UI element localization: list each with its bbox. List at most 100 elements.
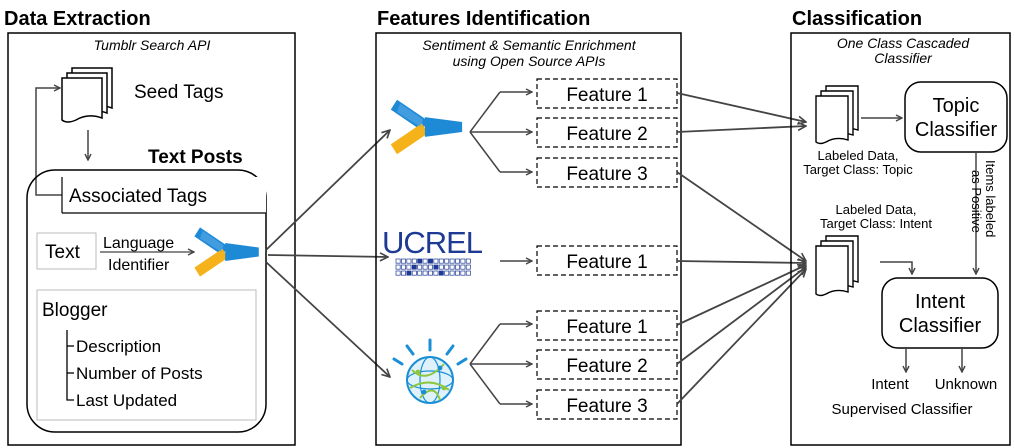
group1-feature-1: Feature 1 bbox=[536, 78, 678, 109]
intent-classifier-label-2: Classifier bbox=[899, 315, 982, 337]
ucrel-logo-icon: UCREL bbox=[382, 225, 484, 276]
group3-feature-1-label: Feature 1 bbox=[566, 317, 647, 338]
ucrel-grid-square bbox=[465, 258, 471, 264]
blogger-item-description: Description bbox=[76, 337, 161, 356]
ucrel-grid-square bbox=[401, 264, 406, 270]
group3-feature-3-label: Feature 3 bbox=[566, 396, 647, 417]
section-title-classification: Classification bbox=[792, 8, 922, 30]
ucrel-grid-square bbox=[395, 264, 401, 270]
intent-labeled-data-label: Labeled Data, bbox=[836, 202, 917, 217]
ucrel-grid-square bbox=[444, 270, 450, 276]
group3-feature-2-label: Feature 2 bbox=[566, 356, 647, 377]
ucrel-grid-square bbox=[433, 270, 439, 276]
seed-tags-document-icon bbox=[61, 67, 113, 123]
language-label: Language bbox=[103, 235, 174, 252]
ucrel-grid-square bbox=[438, 264, 444, 270]
panel-features bbox=[375, 32, 682, 446]
ucrel-grid-square bbox=[422, 258, 428, 264]
identifier-label: Identifier bbox=[108, 257, 170, 274]
loop-back-arrow bbox=[35, 88, 62, 196]
text-posts-container bbox=[26, 169, 267, 433]
section-title-extraction: Data Extraction bbox=[4, 8, 151, 30]
group1-feature-2: Feature 2 bbox=[536, 117, 678, 148]
group1-feature-1-label: Feature 1 bbox=[566, 85, 647, 106]
watson-globe-logo-icon bbox=[392, 338, 468, 404]
topic-labeled-data-document-icon bbox=[815, 85, 859, 145]
ucrel-grid-square bbox=[428, 258, 433, 264]
ucrel-grid-square bbox=[460, 264, 466, 270]
ucrel-grid-square bbox=[406, 264, 412, 270]
intent-labeled-data-document-icon bbox=[815, 235, 859, 297]
intent-classifier-box bbox=[881, 277, 999, 349]
group3-feature-1: Feature 1 bbox=[536, 310, 678, 341]
ucrel-grid-square bbox=[449, 264, 455, 270]
group1-feature-3: Feature 3 bbox=[536, 157, 678, 188]
output-unknown-label: Unknown bbox=[935, 376, 998, 393]
ucrel-grid-square bbox=[460, 270, 466, 276]
ucrel-grid-square bbox=[395, 258, 401, 264]
group3-feature-2: Feature 2 bbox=[536, 349, 678, 380]
ucrel-grid-square bbox=[411, 264, 417, 270]
subtitle-enrichment-1: Sentiment & Semantic Enrichment bbox=[422, 37, 636, 53]
subtitle-cascaded-2: Classifier bbox=[874, 50, 933, 66]
ucrel-grid-square bbox=[406, 270, 412, 276]
extraction-to-features-arrows bbox=[265, 130, 390, 377]
associated-tags-box bbox=[62, 177, 266, 213]
items-labeled-label: Items labeled bbox=[983, 160, 998, 237]
ucrel-grid-square bbox=[401, 270, 406, 276]
group1-feature-2-label: Feature 2 bbox=[566, 124, 647, 145]
ucrel-grid-square bbox=[438, 258, 444, 264]
language-identifier-logo-icon bbox=[194, 227, 259, 277]
ucrel-grid-square bbox=[449, 270, 455, 276]
topic-classifier-label-2: Classifier bbox=[915, 119, 998, 141]
group1-feature-3-label: Feature 3 bbox=[566, 164, 647, 185]
ucrel-grid-square bbox=[401, 258, 406, 264]
group1-fan-lines bbox=[469, 92, 532, 172]
section-data-extraction: Data Extraction Tumblr Search API Seed T… bbox=[4, 8, 296, 446]
ucrel-grid-square bbox=[428, 270, 433, 276]
ucrel-grid-square bbox=[444, 264, 450, 270]
section-classification: Classification One Class Cascaded Classi… bbox=[790, 8, 1011, 446]
ucrel-grid-square bbox=[417, 270, 423, 276]
output-intent-label: Intent bbox=[871, 376, 909, 393]
ucrel-grid-square bbox=[465, 264, 471, 270]
section-features-identification: Features Identification Sentiment & Sema… bbox=[375, 8, 682, 446]
ucrel-grid-square bbox=[465, 270, 471, 276]
ucrel-grid-square bbox=[460, 258, 466, 264]
associated-tags-label: Associated Tags bbox=[69, 186, 207, 207]
ucrel-grid-square bbox=[449, 258, 455, 264]
ucrel-grid-square bbox=[417, 264, 423, 270]
ucrel-grid-square bbox=[395, 270, 401, 276]
text-label: Text bbox=[45, 242, 81, 263]
subtitle-tumblr-api: Tumblr Search API bbox=[94, 37, 211, 53]
ucrel-grid-square bbox=[455, 264, 460, 270]
seed-tags-label: Seed Tags bbox=[134, 82, 223, 103]
blogger-item-number-of-posts: Number of Posts bbox=[76, 364, 203, 383]
ucrel-grid-square bbox=[422, 270, 428, 276]
blogger-label: Blogger bbox=[42, 300, 108, 321]
ucrel-grid-square bbox=[406, 258, 412, 264]
subtitle-enrichment-2: using Open Source APIs bbox=[453, 53, 606, 69]
topic-classifier-box bbox=[904, 81, 1008, 153]
intent-data-to-classifier-arrow bbox=[880, 261, 912, 274]
text-box bbox=[36, 232, 97, 270]
ucrel-grid-square bbox=[428, 264, 433, 270]
ucrel-grid-square bbox=[455, 270, 460, 276]
panel-extraction bbox=[7, 32, 296, 446]
enrichment-api-1-logo-icon bbox=[390, 99, 463, 155]
blogger-box bbox=[36, 289, 257, 421]
intent-classifier-label-1: Intent bbox=[915, 291, 965, 313]
blogger-item-last-updated: Last Updated bbox=[76, 391, 177, 410]
ucrel-grid-square bbox=[433, 264, 439, 270]
group2-feature-1: Feature 1 bbox=[536, 245, 678, 276]
ucrel-logo-text: UCREL bbox=[382, 225, 483, 260]
ucrel-grid-square bbox=[422, 264, 428, 270]
ucrel-logo-grid bbox=[395, 258, 471, 276]
intent-target-class-label: Target Class: Intent bbox=[820, 216, 932, 231]
group3-fan-lines bbox=[469, 324, 532, 404]
features-to-classification-arrows bbox=[676, 92, 806, 405]
subtitle-cascaded-1: One Class Cascaded bbox=[837, 35, 971, 51]
ucrel-grid-square bbox=[444, 258, 450, 264]
section-title-features: Features Identification bbox=[377, 8, 590, 30]
